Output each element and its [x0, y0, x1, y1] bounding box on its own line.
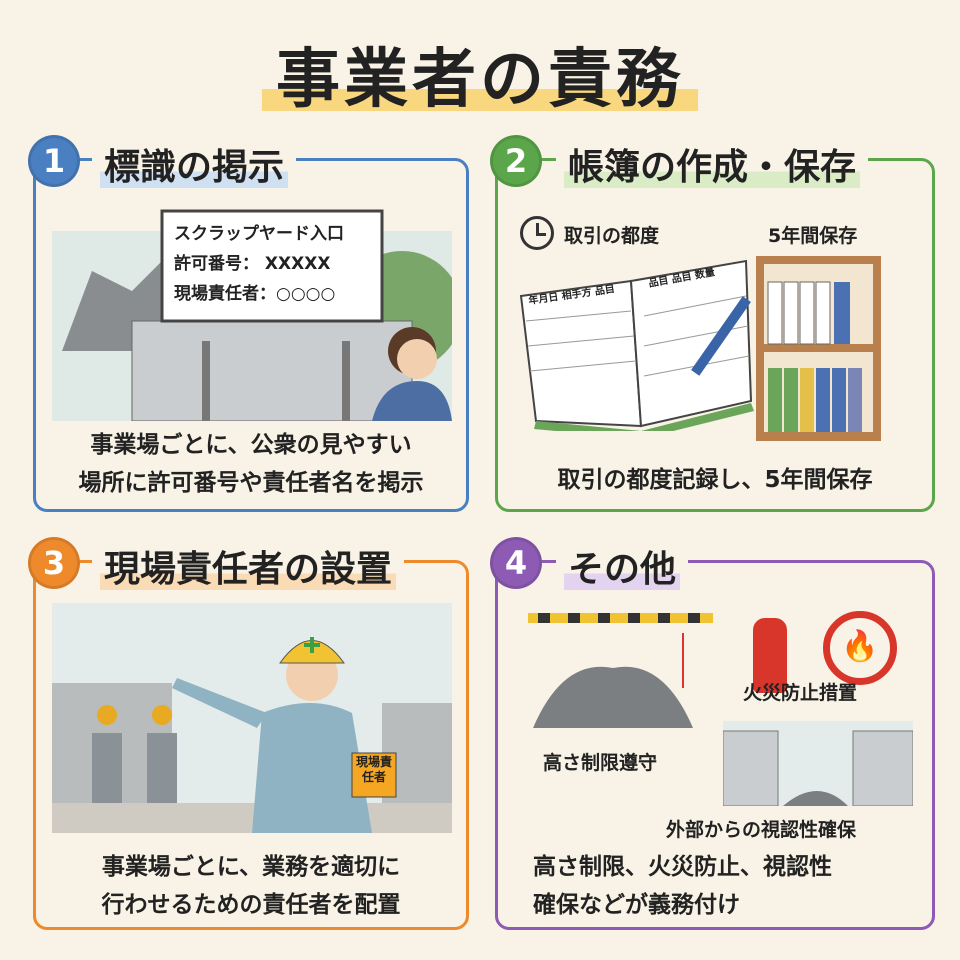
number-badge-2: 2	[490, 135, 542, 187]
number-badge-4: 4	[490, 537, 542, 589]
panel-other: 高さ制限遵守 🔥 火災防止措置 外部からの視認性確保 高さ制限、火災防止、視認性…	[495, 560, 935, 930]
sign-text: スクラップヤード入口 許可番号： XXXXX 現場責任者：○○○○	[174, 224, 344, 304]
visibility-fence-illustration	[723, 721, 913, 806]
number-badge-1: 1	[28, 135, 80, 187]
ledger-book-illustration	[519, 259, 754, 431]
panel-description: 事業場ごとに、公衆の見やすい 場所に許可番号や責任者名を掲示	[78, 432, 424, 496]
scrapyard-sign-illustration	[52, 209, 452, 421]
panel-description: 高さ制限、火災防止、視認性 確保などが義務付け	[533, 854, 832, 918]
label-fire-prevention: 火災防止措置	[743, 682, 858, 704]
site-manager-illustration	[52, 603, 452, 833]
panel-heading-3: 現場責任者の設置	[92, 540, 405, 592]
panel-ledger: 取引の都度 5年間保存 年月日 相手方 品目 品目 品目 数量 取引の都度記録し…	[495, 158, 935, 512]
panel-description: 事業場ごとに、業務を適切に 行わせるための責任者を配置	[101, 854, 401, 918]
fire-extinguisher-icon	[753, 618, 787, 693]
panel-sign-display: スクラップヤード入口 許可番号： XXXXX 現場責任者：○○○○ 事業場ごとに…	[33, 158, 469, 512]
page-title: 事業者の責務	[0, 28, 960, 120]
label-each-transaction: 取引の都度	[564, 225, 660, 247]
clock-icon	[520, 216, 554, 250]
panel-heading-2: 帳簿の作成・保存	[556, 138, 869, 190]
height-limit-illustration	[528, 613, 713, 728]
label-five-year-storage: 5年間保存	[768, 225, 858, 247]
label-visibility: 外部からの視認性確保	[666, 819, 857, 841]
bookshelf-illustration	[756, 256, 881, 441]
armband-label: 現場責任者	[355, 755, 392, 784]
no-fire-icon: 🔥	[823, 611, 897, 685]
panel-heading-1: 標識の掲示	[92, 138, 297, 190]
panel-site-manager: 現場責任者 事業場ごとに、業務を適切に 行わせるための責任者を配置	[33, 560, 469, 930]
number-badge-3: 3	[28, 537, 80, 589]
panel-heading-4: その他	[556, 540, 689, 592]
panel-description: 取引の都度記録し、5年間保存	[557, 467, 873, 493]
label-height-limit: 高さ制限遵守	[543, 752, 658, 774]
